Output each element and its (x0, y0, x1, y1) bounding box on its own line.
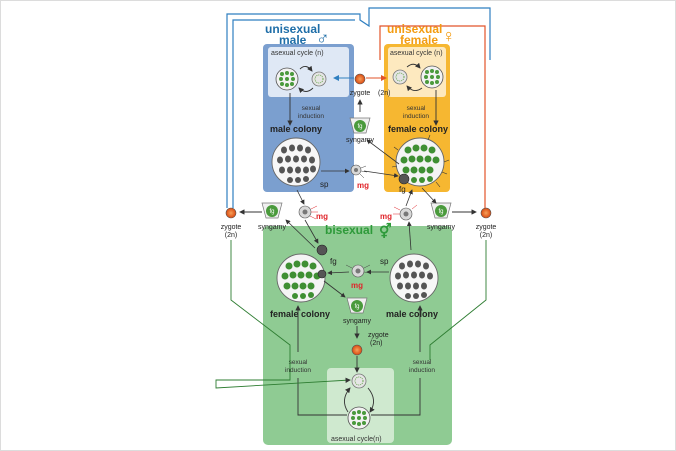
male-sp-label: sp (320, 180, 329, 189)
mg-right-to-female-arrow (405, 189, 413, 207)
bisexual-cycle-box (327, 368, 394, 443)
syngamy-top-icon: fg (349, 117, 371, 134)
syngamy-bisexual-fg: fg (354, 304, 359, 310)
bisexual-male-colony-label: male colony (386, 309, 438, 319)
mg-bisexual-label: mg (351, 281, 363, 290)
zygote-top-icon (354, 73, 366, 85)
right-zygote-to-cycle-line (429, 240, 487, 360)
female-fg-gamete-icon (398, 173, 410, 185)
mg-top-to-fg-arrow (363, 170, 399, 178)
female-cycle-label: asexual cycle (n) (390, 50, 443, 57)
blue-link-line-2 (232, 19, 355, 208)
bisexual-female-colony-icon (276, 253, 326, 303)
bisexual-fg-label: fg (330, 257, 337, 266)
zygote-top-label: zygote (350, 90, 371, 97)
zygote-top-label-2n: (2n) (378, 90, 390, 97)
bisexual-symbol-icon: ⚥ (379, 222, 392, 239)
zygote-bisexual-label-2n: (2n) (370, 340, 382, 347)
male-induction-line2: induction (298, 113, 324, 120)
fg-to-syngamy-left-arrow (285, 219, 316, 249)
syngamy-top-label: syngamy (346, 137, 375, 144)
bisexual-asexual-mature-icon (351, 373, 367, 389)
male-title-line1: unisexual (265, 22, 320, 36)
left-zygote-to-cycle-line (215, 240, 351, 389)
male-cycle-arrow-top (299, 65, 313, 72)
bisexual-induction-left-line1: sexual (289, 359, 308, 366)
mg-right-label: mg (380, 212, 392, 221)
bisexual-induction-right-line1: sexual (413, 359, 432, 366)
syngamy-right-fg: fg (438, 209, 443, 215)
zygote-left-label: zygote (221, 224, 242, 231)
zygote-right-icon (480, 207, 492, 219)
male-symbol-icon: ♂ (316, 28, 330, 48)
zygote-bisexual-icon (351, 344, 363, 356)
syngamy-right-label: syngamy (427, 224, 456, 231)
bisexual-induction-right-line2: induction (409, 367, 435, 374)
syngamy-bisexual-icon: fg (346, 297, 368, 314)
fg-to-syngamy-top-arrow (366, 139, 400, 165)
bisexual-cycle-arrow-right (367, 387, 375, 413)
male-asexual-mature-icon (311, 71, 327, 87)
syngamy-left-label: syngamy (258, 224, 287, 231)
blue-link-line (226, 7, 491, 208)
syngamy-top-fg: fg (357, 124, 362, 130)
syngamy-left-fg: fg (269, 209, 274, 215)
male-induction-line1: sexual (302, 105, 321, 112)
bisexual-title: bisexual (325, 223, 373, 237)
syngamy-left-icon: fg (261, 202, 283, 219)
bisexual-female-colony-label: female colony (270, 309, 330, 319)
mg-to-female-bisexual-arrow (327, 270, 350, 276)
female-induction-line1: sexual (407, 105, 426, 112)
mg-bisexual-icon (345, 264, 372, 278)
zygote-right-label: zygote (476, 224, 497, 231)
male-to-mg-right-arrow (406, 221, 412, 251)
fg-to-syngamy-right-arrow (421, 187, 437, 204)
bisexual-asexual-juvenile-icon (347, 406, 371, 430)
male-cycle-arrow-bottom (298, 87, 314, 94)
mg-top-icon (350, 164, 368, 179)
female-title-line1: unisexual (387, 22, 442, 36)
mg-right-icon (393, 204, 418, 221)
mg-left-to-fg-arrow (304, 219, 319, 244)
mg-top-label: mg (357, 181, 369, 190)
male-colony-label: male colony (270, 124, 322, 134)
bisexual-cycle-label: asexual cycle(n) (331, 436, 382, 443)
zygote-right-label-2n: (2n) (480, 232, 492, 239)
female-induction-line2: induction (403, 113, 429, 120)
mg-left-icon (298, 205, 318, 220)
female-title-line2: female (400, 33, 438, 47)
male-cycle-label: asexual cycle (n) (271, 50, 324, 57)
bisexual-male-colony-icon (389, 253, 439, 303)
bisexual-fg-gamete-icon (316, 244, 328, 279)
bisexual-induction-left-line (297, 378, 347, 416)
syngamy-right-icon: fg (430, 202, 452, 219)
zygote-left-icon (225, 207, 237, 219)
red-link-line (379, 25, 486, 208)
mg-left-label: mg (316, 212, 328, 221)
bisexual-induction-left-line2: induction (285, 367, 311, 374)
bisexual-cycle-arrow-left (344, 387, 351, 413)
female-cycle-arrow-bottom (406, 85, 423, 92)
syngamy-bisexual-label: syngamy (343, 318, 372, 325)
female-colony-icon (391, 134, 450, 188)
female-cycle-arrow-top (406, 62, 421, 69)
female-asexual-juvenile-icon (420, 65, 444, 89)
male-asexual-juvenile-icon (275, 67, 299, 91)
female-symbol-icon: ♀ (442, 26, 456, 46)
female-colony-label: female colony (388, 124, 448, 134)
female-asexual-mature-icon (392, 69, 408, 85)
fg-to-syngamy-bisexual-arrow (323, 280, 346, 298)
male-colony-icon (271, 137, 321, 187)
female-fg-label: fg (399, 185, 406, 194)
zygote-left-label-2n: (2n) (225, 232, 237, 239)
bisexual-induction-right-line (371, 378, 421, 416)
bisexual-sp-label: sp (380, 257, 389, 266)
sp-to-mg-left-arrow (296, 189, 305, 205)
male-title-line2: male (279, 33, 307, 47)
zygote-bisexual-label: zygote (368, 332, 389, 339)
